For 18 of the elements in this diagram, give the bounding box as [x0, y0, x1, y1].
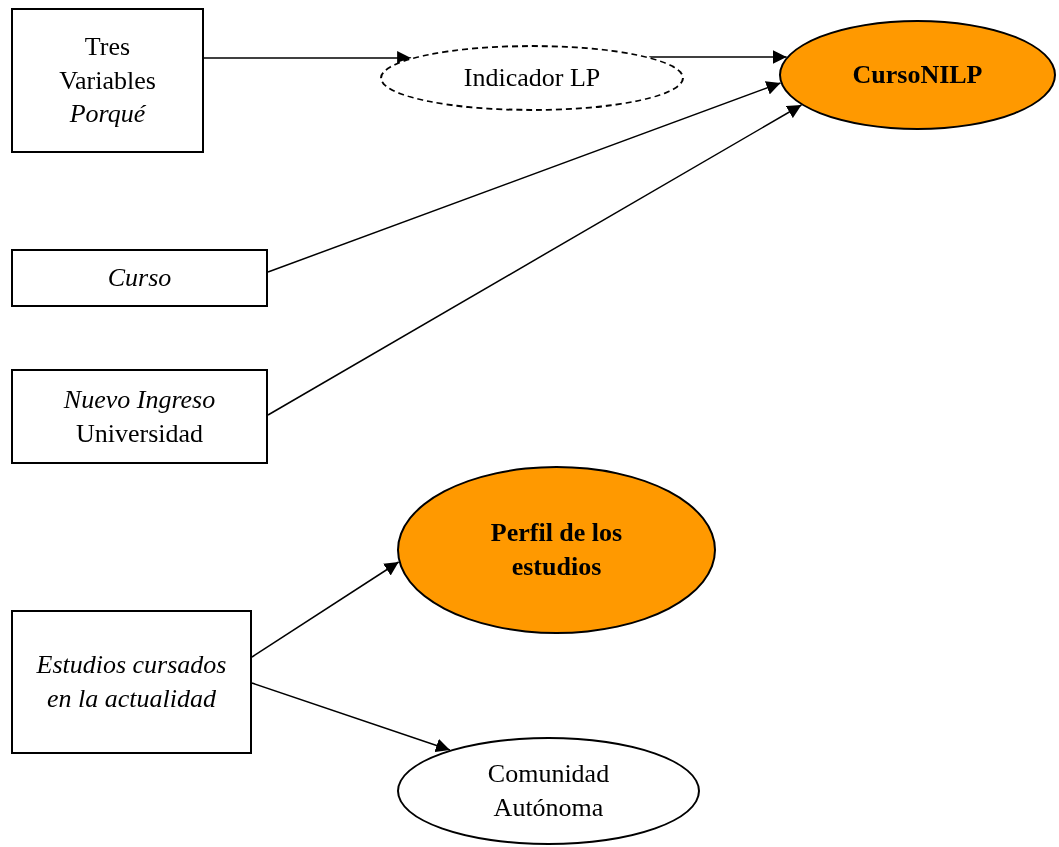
node-label: Comunidad Autónoma [486, 758, 611, 824]
process-box [11, 610, 252, 754]
node-label: Nuevo Ingreso Universidad [62, 383, 217, 450]
node-label: Tres Variables Porqué [58, 30, 157, 131]
node-label: Indicador LP [463, 62, 601, 95]
arrow [251, 682, 451, 753]
node-label: Perfil de los estudios [489, 517, 624, 583]
arrow [267, 81, 782, 273]
arrow [251, 561, 400, 658]
node-label: Curso [107, 262, 172, 295]
process-box [11, 369, 268, 464]
node-label: CursoNILP [852, 59, 983, 92]
process-box [11, 8, 204, 153]
process-box [11, 249, 268, 307]
arrow [203, 51, 412, 65]
arrow [267, 104, 803, 416]
arrow [648, 50, 788, 64]
node-label: Estudios cursados en la actualidad [35, 649, 228, 715]
